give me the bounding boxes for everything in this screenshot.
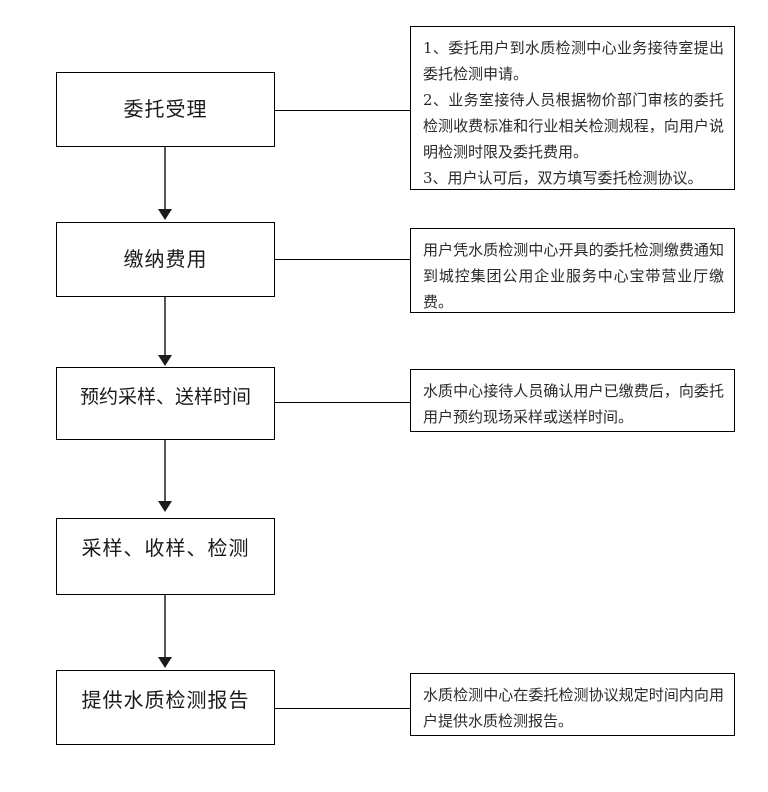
note-text-step-2: 用户凭水质检测中心开具的委托检测缴费通知到城控集团公用企业服务中心宝带营业厅缴费… xyxy=(423,241,724,311)
note-box-step-1: 1、委托用户到水质检测中心业务接待室提出委托检测申请。 2、业务室接待人员根据物… xyxy=(410,26,735,190)
process-box-step-4[interactable]: 采样、收样、检测 xyxy=(56,518,275,595)
process-box-step-1[interactable]: 委托受理 xyxy=(56,72,275,147)
arrow-step4-to-step5 xyxy=(164,595,166,659)
link-step1-to-note1 xyxy=(275,110,410,111)
process-box-step-3[interactable]: 预约采样、送样时间 xyxy=(56,367,275,440)
note-text-step-3: 水质中心接待人员确认用户已缴费后，向委托用户预约现场采样或送样时间。 xyxy=(423,382,724,426)
arrow-head-step4-to-step5 xyxy=(158,657,172,668)
process-label-step-4: 采样、收样、检测 xyxy=(81,538,250,560)
arrow-head-step3-to-step4 xyxy=(158,501,172,512)
arrow-step3-to-step4 xyxy=(164,440,166,503)
link-step2-to-note2 xyxy=(275,259,410,260)
process-box-step-2[interactable]: 缴纳费用 xyxy=(56,222,275,297)
process-label-step-1: 委托受理 xyxy=(123,98,208,121)
note-box-step-5: 水质检测中心在委托检测协议规定时间内向用户提供水质检测报告。 xyxy=(410,673,735,736)
process-box-step-5[interactable]: 提供水质检测报告 xyxy=(56,670,275,745)
arrow-head-step1-to-step2 xyxy=(158,209,172,220)
process-label-step-2: 缴纳费用 xyxy=(123,248,208,271)
link-step3-to-note3 xyxy=(275,402,410,403)
note-text-step-5: 水质检测中心在委托检测协议规定时间内向用户提供水质检测报告。 xyxy=(423,686,724,730)
arrow-head-step2-to-step3 xyxy=(158,355,172,366)
link-step5-to-note5 xyxy=(275,708,410,709)
process-label-step-3: 预约采样、送样时间 xyxy=(79,387,251,408)
note-box-step-3: 水质中心接待人员确认用户已缴费后，向委托用户预约现场采样或送样时间。 xyxy=(410,369,735,432)
arrow-step2-to-step3 xyxy=(164,297,166,357)
arrow-step1-to-step2 xyxy=(164,147,166,211)
process-label-step-5: 提供水质检测报告 xyxy=(81,690,250,712)
note-text-step-1: 1、委托用户到水质检测中心业务接待室提出委托检测申请。 2、业务室接待人员根据物… xyxy=(423,39,724,187)
note-box-step-2: 用户凭水质检测中心开具的委托检测缴费通知到城控集团公用企业服务中心宝带营业厅缴费… xyxy=(410,228,735,313)
